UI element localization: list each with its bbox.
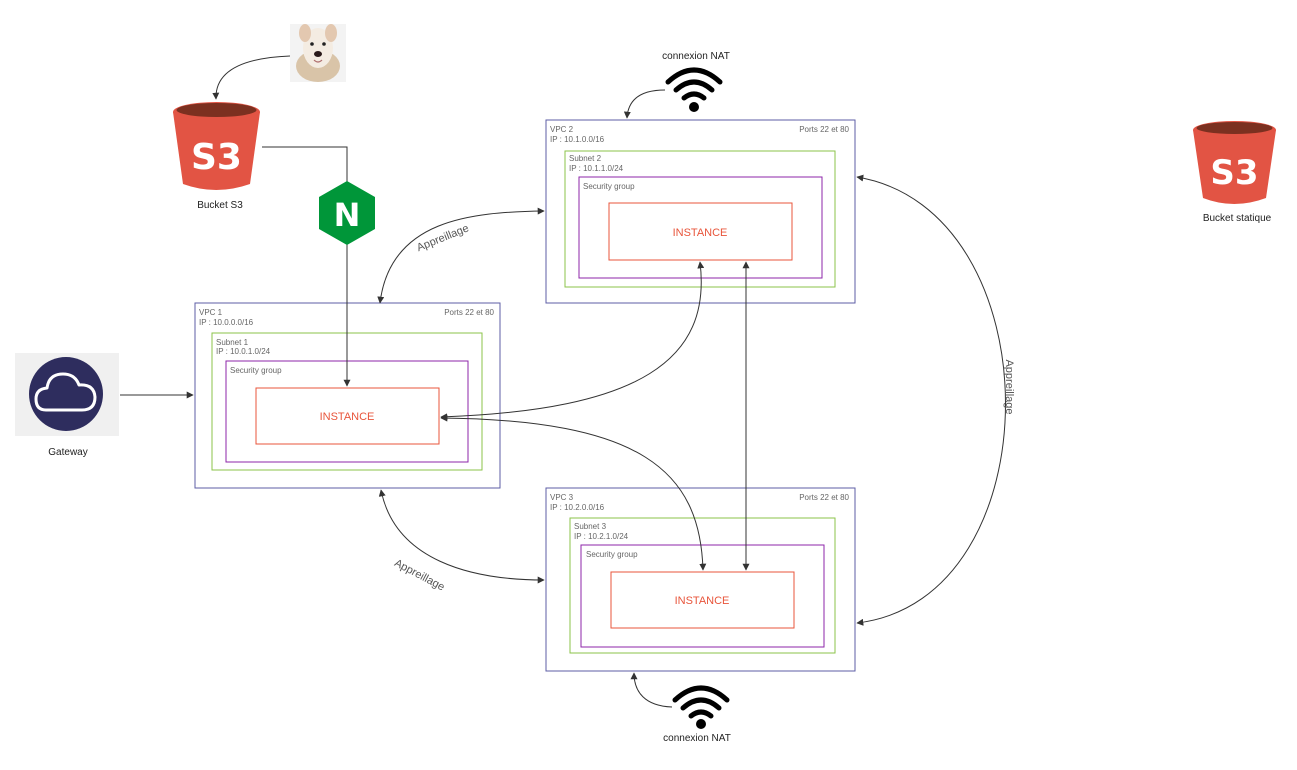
vpc-2[interactable]: VPC 2 IP : 10.1.0.0/16 Ports 22 et 80 Su… [545, 119, 856, 304]
subnet-2[interactable]: Subnet 2 IP : 10.1.1.0/24 [564, 150, 836, 288]
nginx-icon[interactable]: N [319, 181, 375, 245]
vpc-2-ip: IP : 10.1.0.0/16 [550, 135, 605, 144]
edge-nat-top-to-vpc-2 [623, 89, 666, 119]
peering-label-1-3: Appreillage [392, 557, 446, 593]
bucket-s3-glyph: S3 [191, 137, 242, 178]
instance-1-label: INSTANCE [320, 411, 375, 423]
subnet-3[interactable]: Subnet 3 IP : 10.2.1.0/24 [569, 517, 836, 654]
edge-peering-1-3 [378, 489, 545, 584]
edge-peering-1-2 [377, 207, 545, 304]
vpc-1-title: VPC 1 [199, 308, 223, 317]
edge-peering-2-3 [856, 174, 1006, 626]
wifi-icon [672, 685, 730, 719]
subnet-2-ip: IP : 10.1.1.0/24 [569, 164, 624, 173]
vpc-3-ports: Ports 22 et 80 [799, 493, 849, 502]
nat-top-label: connexion NAT [662, 51, 730, 62]
instance-2-label: INSTANCE [673, 227, 728, 239]
subnet-3-title: Subnet 3 [574, 522, 607, 531]
nat-bottom-label: connexion NAT [663, 733, 731, 744]
vpc-3-title: VPC 3 [550, 493, 574, 502]
subnet-1-ip: IP : 10.0.1.0/24 [216, 347, 271, 356]
instance-2[interactable]: INSTANCE [608, 202, 793, 261]
instance-3-box [610, 571, 795, 629]
bucket-static-icon[interactable]: S3 [1193, 121, 1276, 204]
instance-1-box [255, 387, 440, 445]
dog-photo [290, 24, 346, 82]
edge-instance-1-2 [440, 261, 705, 421]
edge-bucket-to-instance-1 [262, 146, 351, 387]
security-group-1-label: Security group [230, 366, 282, 375]
gateway-icon[interactable] [15, 353, 119, 436]
cloud-icon [34, 372, 97, 412]
vpc-1-ip: IP : 10.0.0.0/16 [199, 318, 254, 327]
security-group-2-label: Security group [583, 182, 635, 191]
subnet-3-ip: IP : 10.2.1.0/24 [574, 532, 629, 541]
vpc-1-ports: Ports 22 et 80 [444, 308, 494, 317]
edge-photo-to-bucket [212, 55, 291, 100]
bucket-static-label: Bucket statique [1203, 213, 1272, 224]
bucket-static-glyph: S3 [1210, 153, 1258, 193]
bucket-s3-label: Bucket S3 [197, 200, 243, 211]
edge-instance-1-3 [440, 414, 707, 571]
instance-3[interactable]: INSTANCE [610, 571, 795, 629]
peering-label-2-3: Appreillage [1003, 359, 1015, 414]
subnet-1-title: Subnet 1 [216, 338, 249, 347]
edge-nat-bottom-to-vpc-3 [630, 672, 673, 708]
gateway-label: Gateway [48, 447, 87, 458]
vpc-2-box [545, 119, 856, 304]
vpc-3-ip: IP : 10.2.0.0/16 [550, 503, 605, 512]
vpc-3-box [545, 487, 856, 672]
nginx-glyph: N [334, 196, 361, 234]
subnet-2-title: Subnet 2 [569, 154, 602, 163]
vpc-2-ports: Ports 22 et 80 [799, 125, 849, 134]
peering-label-1-2: Appreillage [415, 222, 471, 254]
instance-1[interactable]: INSTANCE [255, 387, 440, 445]
bucket-s3-icon[interactable]: S3 [173, 102, 260, 190]
nat-top-icon[interactable] [665, 67, 723, 112]
vpc-3[interactable]: VPC 3 IP : 10.2.0.0/16 Ports 22 et 80 Su… [545, 487, 856, 672]
security-group-3-label: Security group [586, 550, 638, 559]
instance-2-box [608, 202, 793, 261]
wifi-icon [665, 67, 723, 101]
nat-bottom-icon[interactable] [672, 685, 730, 729]
vpc-2-title: VPC 2 [550, 125, 574, 134]
instance-3-label: INSTANCE [675, 595, 730, 607]
